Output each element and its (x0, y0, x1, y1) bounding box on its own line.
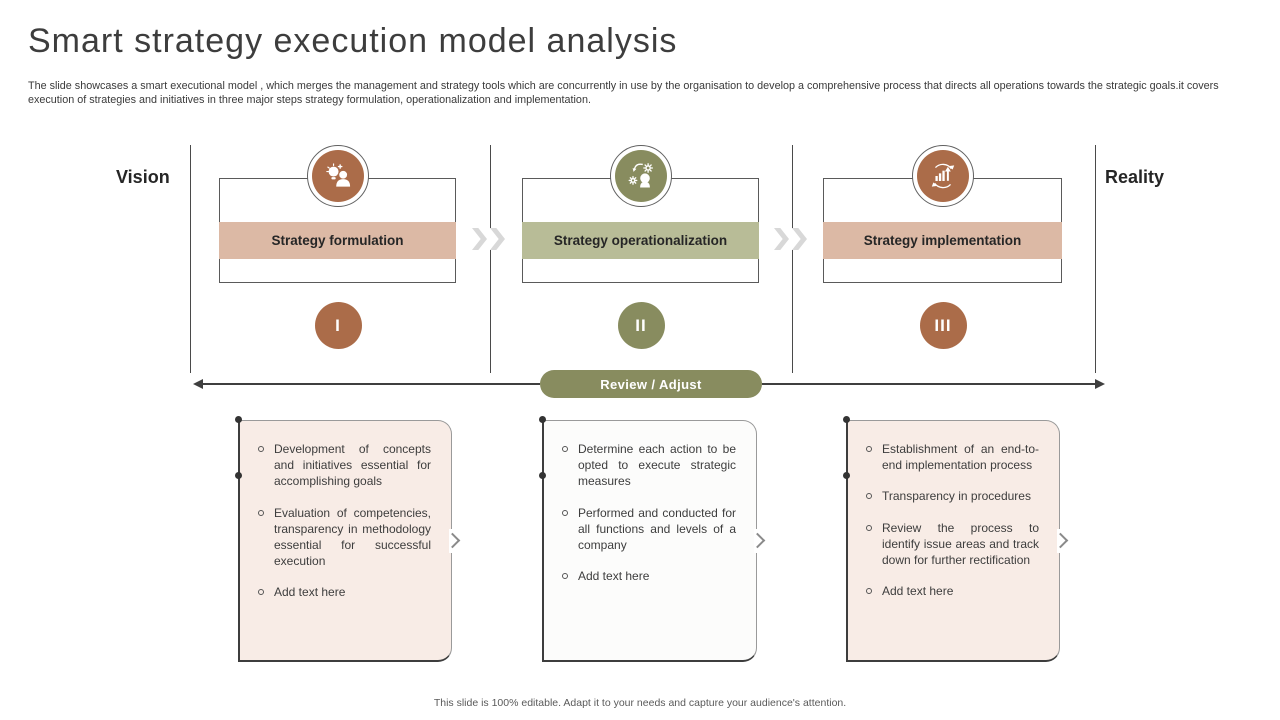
slide-description-line1: The slide showcases a smart executional … (28, 80, 1219, 92)
stage-1-icon-ring (306, 145, 369, 207)
bullet-marker-icon (866, 446, 872, 452)
callout-stage-1: Development of concepts and initiatives … (235, 416, 461, 662)
bullet-marker-icon (866, 493, 872, 500)
frame-line-right (1095, 145, 1096, 373)
review-adjust-pill: Review / Adjust (540, 370, 762, 398)
frame-line-left (190, 145, 191, 373)
bullet-marker-icon (258, 446, 264, 452)
stage-1-numeral-badge: I (314, 302, 362, 349)
stage-3-icon-ring (911, 145, 974, 207)
stage-2: Strategy operationalization (522, 145, 759, 355)
stage-2-icon-ring (609, 145, 672, 207)
stage-1-band: Strategy formulation (219, 222, 456, 259)
timeline-line-right (762, 383, 1096, 385)
idea-person-icon (311, 150, 364, 202)
reality-label: Reality (1105, 167, 1165, 187)
growth-cycle-icon (916, 150, 969, 202)
frame-line-divider-2 (792, 145, 793, 373)
vision-label: Vision (116, 167, 170, 187)
bullet-item: Add text here (562, 568, 736, 584)
bullet-marker-icon (258, 589, 264, 596)
double-chevron-icon (469, 228, 508, 250)
slide-description-line2: execution of strategies and initiatives … (28, 94, 591, 107)
frame-line-divider-1 (490, 145, 491, 373)
connector-dot (235, 472, 242, 479)
stage-3-band: Strategy implementation (823, 222, 1062, 259)
bullet-item: Review the process to identify issue are… (866, 520, 1039, 569)
timeline-line-left (201, 383, 540, 385)
connector-dot (539, 472, 546, 479)
footer-note: This slide is 100% editable. Adapt it to… (433, 697, 847, 709)
mind-gears-icon (614, 150, 667, 202)
callout-stage-2: Determine each action to be opted to exe… (539, 416, 766, 662)
bullet-list: Development of concepts and initiatives … (240, 421, 451, 601)
bullet-item: Development of concepts and initiatives … (258, 441, 431, 490)
stage-1: Strategy formulation (219, 145, 456, 355)
bullet-marker-icon (866, 588, 872, 595)
bullet-item: Determine each action to be opted to exe… (562, 441, 736, 490)
page-title: Smart strategy execution model analysis (28, 22, 678, 60)
bullet-list: Determine each action to be opted to exe… (544, 421, 756, 584)
connector-dot (235, 416, 242, 423)
bullet-marker-icon (258, 509, 264, 516)
bullet-list: Establishment of an end-to-end implement… (848, 421, 1059, 599)
stage-3: Strategy implementation (823, 145, 1062, 355)
stage-2-band: Strategy operationalization (522, 222, 759, 259)
bullet-marker-icon (562, 573, 568, 580)
bullet-marker-icon (866, 524, 872, 531)
bullet-item: Add text here (258, 584, 431, 600)
arrow-right-icon (1095, 378, 1105, 389)
double-chevron-icon (771, 228, 810, 250)
connector-dot (539, 416, 546, 423)
bullet-item: Evaluation of competencies, transparency… (258, 505, 431, 570)
bullet-marker-icon (562, 446, 568, 452)
bullet-item: Performed and conducted for all function… (562, 505, 736, 554)
bullet-item: Add text here (866, 583, 1039, 599)
callout-stage-3: Establishment of an end-to-end implement… (843, 416, 1069, 662)
stage-3-numeral-badge: III (919, 302, 967, 349)
bullet-item: Establishment of an end-to-end implement… (866, 441, 1039, 473)
bullet-marker-icon (562, 509, 568, 516)
arrow-left-icon (193, 378, 203, 389)
connector-dot (843, 472, 850, 479)
connector-dot (843, 416, 850, 423)
stage-2-numeral-badge: II (617, 302, 665, 349)
bullet-item: Transparency in procedures (866, 488, 1039, 504)
slide-description: The slide showcases a smart executional … (28, 79, 1263, 107)
